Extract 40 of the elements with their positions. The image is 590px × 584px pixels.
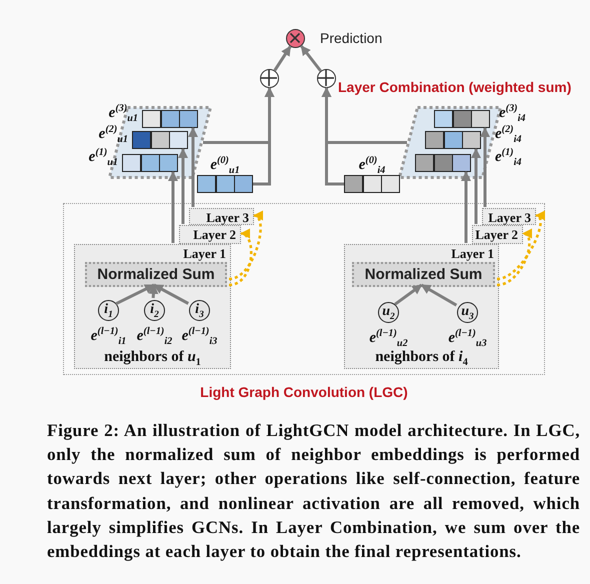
neighbors-label: neighbors of i$_{4}$ bbox=[375, 349, 468, 366]
layer-card bbox=[344, 244, 499, 369]
node-label: i$_{3}$ bbox=[195, 302, 204, 318]
sum-operator-icon bbox=[317, 69, 336, 88]
neighbors-label: neighbors of u$_{1}$ bbox=[104, 349, 201, 366]
arrow bbox=[153, 284, 190, 305]
arrow bbox=[228, 231, 252, 286]
node-label: i$_{2}$ bbox=[150, 302, 159, 318]
arrow bbox=[168, 171, 178, 243]
node-label: i$_{1}$ bbox=[104, 302, 113, 318]
arrow bbox=[148, 284, 158, 298]
arrow bbox=[471, 148, 481, 224]
arrow bbox=[420, 284, 458, 306]
arrow bbox=[480, 127, 490, 207]
figure-caption: Figure 2: An illustration of LightGCN model architecture. In LGC, only the normalized sum of neighbor embeddings is performed towards next layer; other operations like self-connection, feature transformation, and nonlinear activation are all removed, which largely simplifies GCNs. In Layer Combination, we sum over the embeddings at each layer to obtain the final representations. bbox=[47, 419, 580, 564]
arrow bbox=[115, 284, 155, 306]
node-label: u$_{3}$ bbox=[461, 304, 474, 320]
layer-card bbox=[189, 208, 254, 225]
sum-operator-icon bbox=[260, 69, 279, 88]
layer-card bbox=[179, 225, 241, 244]
arrow bbox=[228, 214, 264, 280]
module-title: Light Graph Convolution (LGC) bbox=[200, 384, 408, 400]
arrow bbox=[253, 87, 274, 186]
process-box: Normalized Sum bbox=[85, 262, 227, 287]
node-caption: Prediction bbox=[320, 30, 382, 46]
arrow bbox=[322, 87, 344, 186]
arrow bbox=[461, 171, 471, 243]
layer-label: Layer 1 bbox=[183, 245, 226, 262]
layer-card bbox=[74, 244, 231, 369]
arrow bbox=[300, 45, 322, 72]
arrow bbox=[178, 148, 188, 224]
layer-label: Layer 1 bbox=[451, 245, 494, 262]
layer-label: Layer 3 bbox=[206, 209, 249, 226]
section-label: Layer Combination (weighted sum) bbox=[338, 79, 572, 95]
arrow bbox=[273, 46, 292, 72]
node-label: u$_{2}$ bbox=[382, 304, 395, 320]
layer-label: Layer 2 bbox=[193, 226, 236, 243]
arrow bbox=[188, 127, 198, 207]
process-box: Normalized Sum bbox=[352, 262, 495, 287]
arrow bbox=[394, 284, 422, 306]
